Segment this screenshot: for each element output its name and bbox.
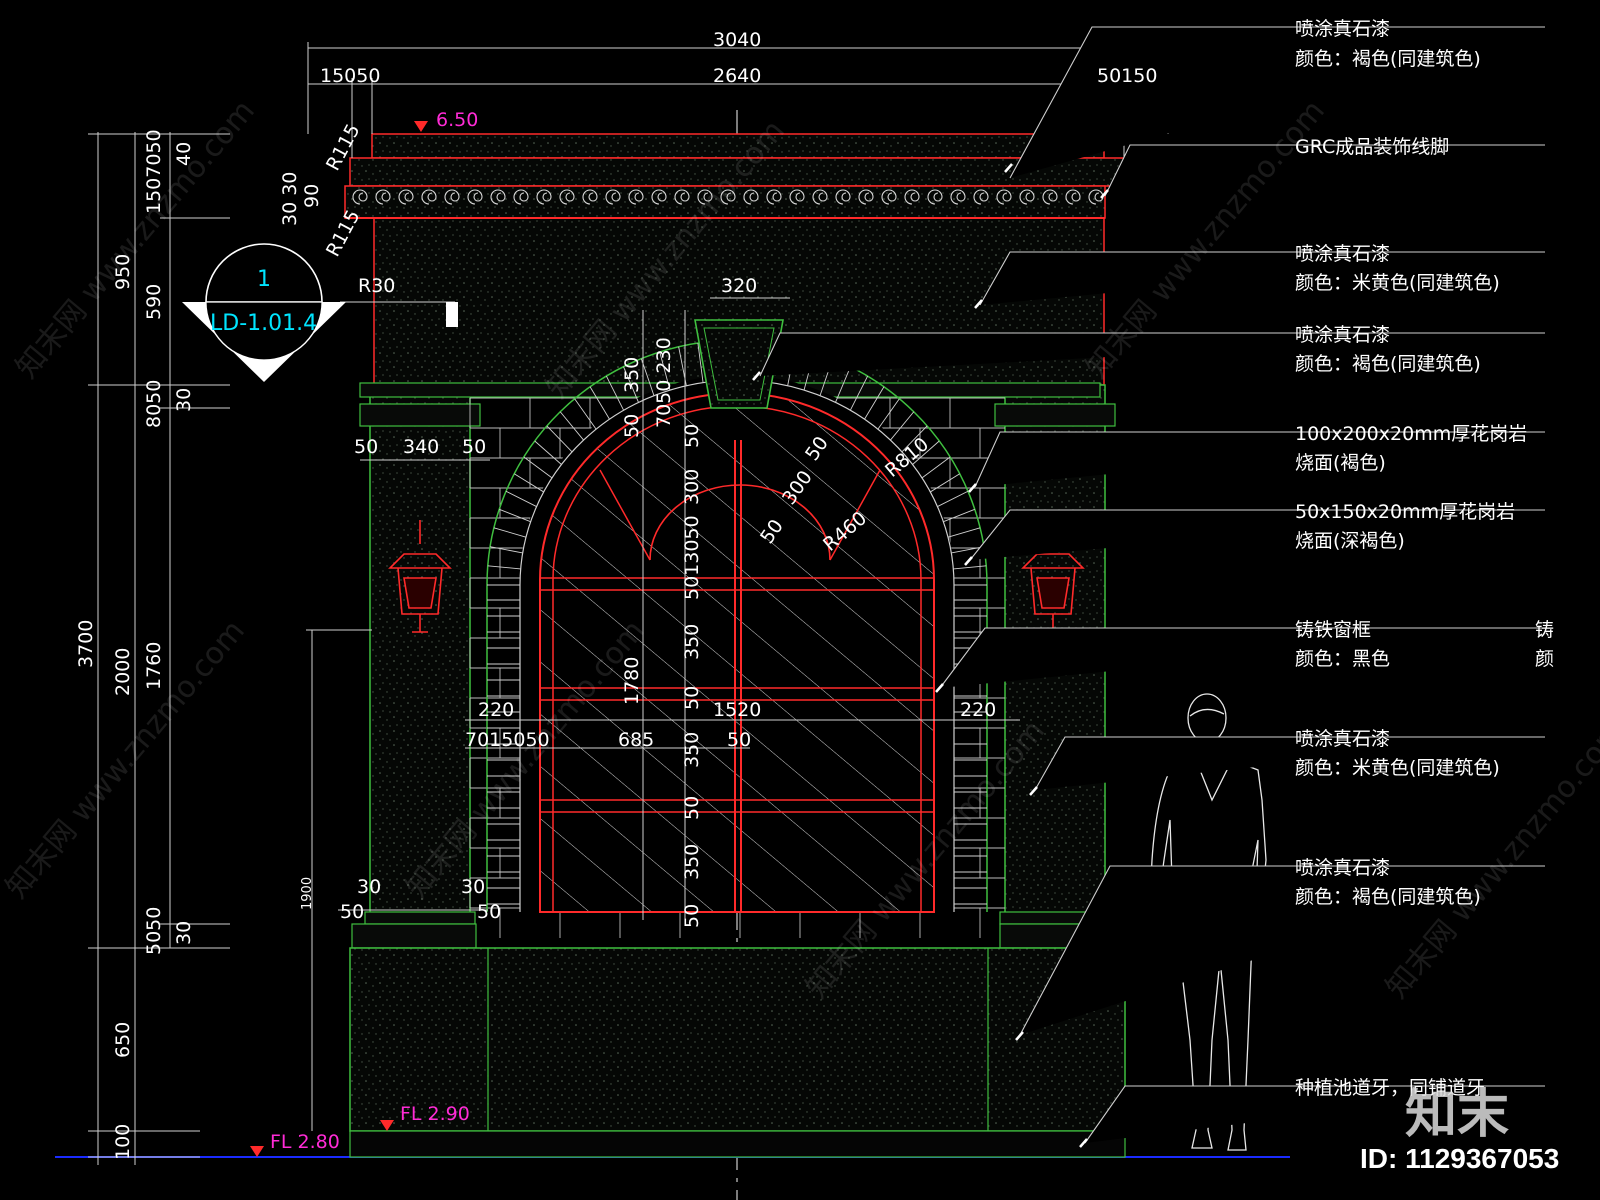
dim-1760: 1760: [143, 642, 165, 690]
level-top: 6.50: [436, 109, 478, 131]
dim-30-30: 30 30: [279, 172, 301, 226]
pier-dimensions: 50 340 50 30 50 30 50: [340, 436, 501, 923]
dim-center-350-b: 350: [681, 624, 703, 660]
note-8-detail: 颜色：米黄色(同建筑色): [1295, 757, 1500, 779]
note-9-title: 喷涂真石漆: [1295, 857, 1390, 879]
note-5-detail: 烧面(褐色): [1295, 452, 1386, 474]
dim-pier-50-right: 50: [462, 436, 486, 458]
dim-r30: R30: [358, 275, 395, 297]
window-dimensions: 220 1520 220 7015050 685 50: [465, 699, 996, 751]
dim-plinth-30-left: 30: [357, 876, 381, 898]
note-2-title: GRC成品装饰线脚: [1295, 136, 1449, 158]
note-3-detail: 颜色：米黄色(同建筑色): [1295, 272, 1500, 294]
cut-off-note-char-b: 颜: [1535, 648, 1554, 670]
detail-tag-sheet: LD-1.01.4: [210, 311, 317, 336]
dim-30-lower: 30: [173, 921, 195, 945]
dim-100: 100: [112, 1124, 134, 1160]
dim-pier-50-left: 50: [354, 436, 378, 458]
note-7-detail: 颜色：黑色: [1295, 648, 1390, 670]
dim-center-50-b: 50: [681, 424, 703, 448]
dim-center-350-top: 350: [621, 357, 643, 393]
dim-overall-width: 3040: [713, 29, 761, 51]
cast-iron-window: [539, 392, 935, 913]
level-fl-base: FL 2.90: [400, 1103, 470, 1125]
dim-center-300: 300: [681, 469, 703, 505]
dim-950: 950: [112, 254, 134, 290]
dim-center-50-e: 50: [681, 904, 703, 928]
note-3-title: 喷涂真石漆: [1295, 243, 1390, 265]
dim-center-50-c: 50: [681, 686, 703, 710]
dim-5013050: 5013050: [681, 515, 703, 600]
note-1-title: 喷涂真石漆: [1295, 18, 1390, 40]
dimension-lines: [88, 42, 1169, 1165]
cut-off-note-char-a: 铸: [1535, 619, 1554, 641]
dim-center-350-d: 350: [681, 844, 703, 880]
dim-window-685: 685: [618, 729, 654, 751]
cornice-scroll-ornament: [352, 189, 1104, 205]
dim-left-offsets: 15050: [320, 65, 380, 87]
dim-plinth-30-right: 30: [461, 876, 485, 898]
detail-callout-tag: 1 LD-1.01.4: [182, 243, 346, 382]
dim-window-1780: 1780: [621, 657, 643, 705]
dim-window-220-right: 220: [960, 699, 996, 721]
dim-r115-lower: R115: [322, 206, 365, 260]
note-6-detail: 烧面(深褐色): [1295, 530, 1405, 552]
dim-30-upper: 30: [173, 388, 195, 412]
dim-650: 650: [112, 1022, 134, 1058]
level-markers: 6.50 FL 2.80 FL 2.90: [250, 109, 478, 1157]
dim-7015050: 7015050: [465, 729, 550, 751]
dim-1507050: 1507050: [143, 129, 165, 214]
dim-2000: 2000: [112, 648, 134, 696]
dim-8050: 8050: [143, 380, 165, 428]
dim-keystone-width: 320: [721, 275, 757, 297]
note-10-title: 种植池道牙，同铺道牙: [1295, 1077, 1485, 1099]
dim-plinth-50-right: 50: [477, 901, 501, 923]
dim-1900: 1900: [300, 877, 315, 910]
note-4-title: 喷涂真石漆: [1295, 324, 1390, 346]
keystone: [694, 319, 784, 409]
dim-7050-230: 7050 230: [653, 337, 675, 428]
detail-tag-number: 1: [257, 267, 271, 292]
leader-ticks: [752, 163, 1109, 1148]
center-dimensions: 320 350 7050 230 50 50 300 5013050 350 1…: [621, 275, 757, 928]
note-9-detail: 颜色：褐色(同建筑色): [1295, 886, 1481, 908]
dim-90: 90: [301, 184, 323, 208]
dim-40: 40: [173, 142, 195, 166]
image-id-label: ID: 1129367053: [1360, 1143, 1560, 1174]
dim-plinth-50-left: 50: [340, 901, 364, 923]
base-block: [349, 947, 1126, 1132]
dim-590: 590: [143, 284, 165, 320]
dim-middle-width: 2640: [713, 65, 761, 87]
dim-center-350-c: 350: [681, 732, 703, 768]
dim-pier-340: 340: [403, 436, 439, 458]
note-8-title: 喷涂真石漆: [1295, 728, 1390, 750]
note-1-detail: 颜色：褐色(同建筑色): [1295, 48, 1481, 70]
dim-5050: 5050: [143, 907, 165, 955]
facade: [344, 133, 1159, 1158]
brand-logo-watermark: 知末: [1405, 1085, 1510, 1145]
level-fl-ground: FL 2.80: [270, 1131, 340, 1153]
material-notes: 喷涂真石漆 颜色：褐色(同建筑色) GRC成品装饰线脚 喷涂真石漆 颜色：米黄色…: [1295, 18, 1554, 1099]
left-wall-lantern: [388, 520, 452, 633]
planter-curb: [349, 1130, 1126, 1158]
dim-center-50-d: 50: [681, 796, 703, 820]
dim-window-50: 50: [727, 729, 751, 751]
left-pier: [369, 384, 471, 916]
dim-center-50-a: 50: [621, 414, 643, 438]
leader-lines: [759, 26, 1545, 1144]
note-6-title: 50x150x20mm厚花岗岩: [1295, 501, 1515, 523]
dim-total-height: 3700: [75, 620, 97, 668]
dim-window-220-left: 220: [478, 699, 514, 721]
dim-right-offsets: 50150: [1097, 65, 1157, 87]
top-dimensions: 3040 15050 2640 50150: [320, 29, 1157, 87]
note-7-title: 铸铁窗框: [1295, 619, 1371, 641]
note-5-title: 100x200x20mm厚花岗岩: [1295, 423, 1527, 445]
left-dimensions: 3700 2000 950 1760 650 100 590 1507050 4…: [75, 129, 315, 1160]
dim-window-1520: 1520: [713, 699, 761, 721]
note-4-detail: 颜色：褐色(同建筑色): [1295, 353, 1481, 375]
